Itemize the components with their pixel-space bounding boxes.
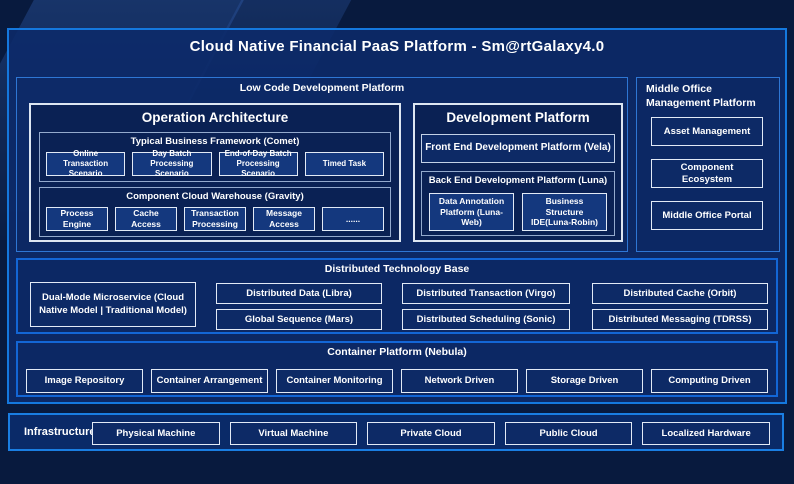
- distributed-item-box: Global Sequence (Mars): [216, 309, 382, 330]
- typical-business-framework-box: Typical Business Framework (Comet) Onlin…: [39, 132, 391, 182]
- infrastructure-item-box: Virtual Machine: [229, 422, 358, 445]
- back-end-tool-box: Business Structure IDE(Luna-Robin): [522, 193, 607, 231]
- back-end-tool-box: Data Annotation Platform (Luna-Web): [429, 193, 514, 231]
- back-end-platform-title: Back End Development Platform (Luna): [428, 175, 608, 186]
- typical-business-framework-title: Typical Business Framework (Comet): [130, 136, 300, 147]
- distributed-item-box: Distributed Transaction (Virgo): [402, 283, 570, 304]
- container-capability-box: Container Arrangement: [151, 369, 268, 393]
- container-capability-box: Container Monitoring: [276, 369, 393, 393]
- middle-office-item-box: Middle Office Portal: [651, 201, 763, 230]
- warehouse-component-box: ......: [322, 207, 384, 231]
- container-capability-box: Image Repository: [26, 369, 143, 393]
- infrastructure-section: Infrastructure Physical Machine Virtual …: [8, 413, 784, 451]
- distributed-base-label: Distributed Technology Base: [324, 263, 470, 275]
- low-code-platform-panel: Low Code Development Platform Operation …: [16, 77, 628, 252]
- middle-office-label: Middle Office Management Platform: [646, 83, 756, 109]
- operation-architecture-title: Operation Architecture: [141, 110, 289, 125]
- infrastructure-item-box: Physical Machine: [92, 422, 220, 445]
- component-cloud-warehouse-box: Component Cloud Warehouse (Gravity) Proc…: [39, 187, 391, 237]
- low-code-platform-label: Low Code Development Platform: [239, 82, 405, 94]
- container-capability-box: Network Driven: [401, 369, 518, 393]
- business-scenario-box: Day Batch Processing Scenario: [132, 149, 212, 178]
- infrastructure-item-box: Private Cloud: [367, 422, 495, 445]
- warehouse-component-box: Process Engine: [46, 207, 108, 231]
- middle-office-panel: Middle Office Management Platform Asset …: [636, 77, 780, 252]
- dual-mode-microservice-box: Dual-Mode Microservice (Cloud Native Mod…: [30, 282, 196, 327]
- distributed-base-section: Distributed Technology Base Dual-Mode Mi…: [16, 258, 778, 334]
- warehouse-component-box: Transaction Processing: [184, 207, 246, 231]
- business-scenario-box: End-of-Day Batch Processing Scenario: [218, 149, 298, 178]
- front-end-platform-box: Front End Development Platform (Vela): [421, 134, 615, 163]
- component-cloud-warehouse-title: Component Cloud Warehouse (Gravity): [126, 191, 304, 202]
- distributed-item-box: Distributed Messaging (TDRSS): [592, 309, 768, 330]
- infrastructure-label: Infrastructure: [24, 426, 96, 438]
- business-scenario-box: Online Transaction Scenario: [46, 149, 126, 178]
- container-platform-section: Container Platform (Nebula) Image Reposi…: [16, 341, 778, 397]
- middle-office-item-box: Component Ecosystem: [651, 159, 763, 188]
- distributed-item-box: Distributed Scheduling (Sonic): [402, 309, 570, 330]
- container-capability-box: Computing Driven: [651, 369, 768, 393]
- infrastructure-item-box: Localized Hardware: [642, 422, 770, 445]
- container-capability-box: Storage Driven: [526, 369, 643, 393]
- middle-office-item-box: Asset Management: [651, 117, 763, 146]
- distributed-item-box: Distributed Data (Libra): [216, 283, 382, 304]
- infrastructure-item-box: Public Cloud: [504, 422, 633, 445]
- page-title: Cloud Native Financial PaaS Platform - S…: [189, 38, 605, 55]
- warehouse-component-box: Cache Access: [115, 207, 177, 231]
- back-end-platform-box: Back End Development Platform (Luna) Dat…: [421, 171, 615, 236]
- container-platform-label: Container Platform (Nebula): [327, 346, 467, 358]
- warehouse-component-box: Message Access: [253, 207, 315, 231]
- development-platform-box: Development Platform Front End Developme…: [413, 103, 623, 242]
- distributed-item-box: Distributed Cache (Orbit): [592, 283, 768, 304]
- operation-architecture-box: Operation Architecture Typical Business …: [29, 103, 401, 242]
- business-scenario-box: Timed Task: [304, 152, 384, 176]
- development-platform-title: Development Platform: [446, 110, 590, 125]
